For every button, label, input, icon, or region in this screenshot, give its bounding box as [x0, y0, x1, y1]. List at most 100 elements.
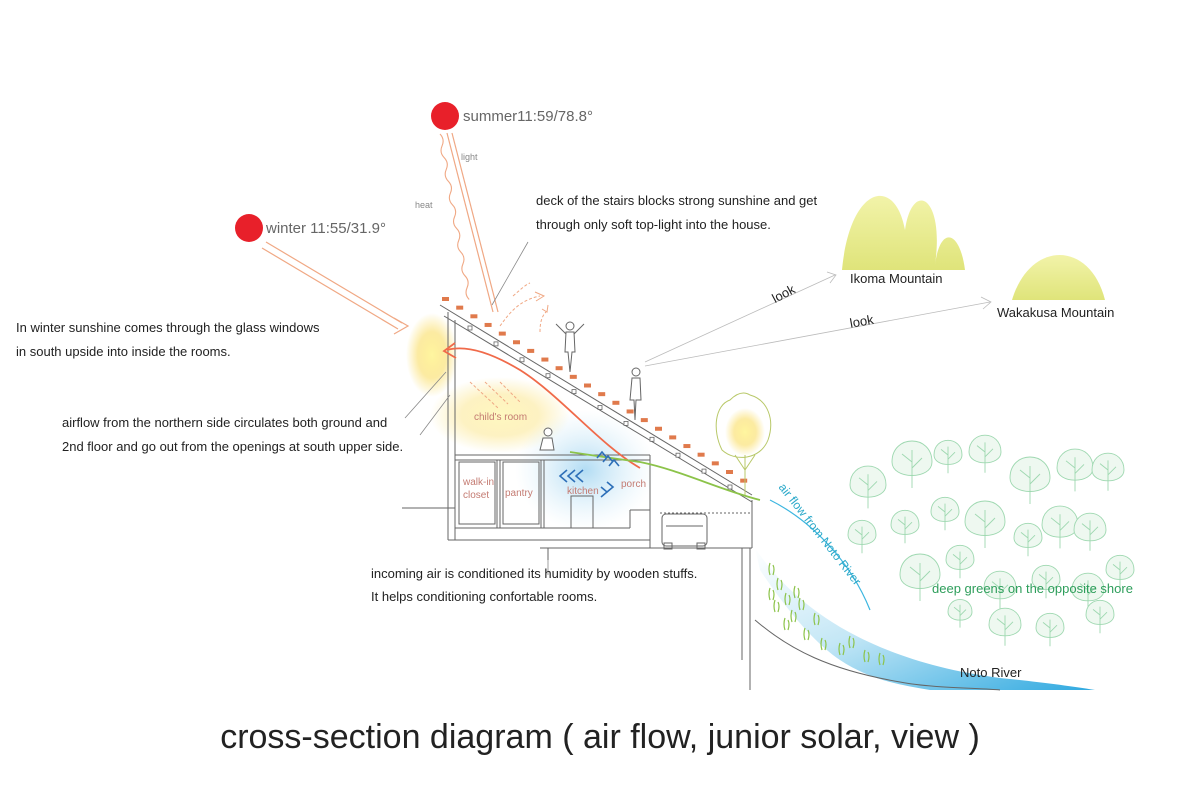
- heat-exhaust-arrows: [499, 282, 549, 333]
- summer-heat-ray: [439, 133, 470, 300]
- shore-tree-icon: [849, 465, 887, 509]
- roof-skylight: [571, 389, 577, 395]
- winter-sunlight-glow: [406, 313, 458, 397]
- deck-annotation-line1: deck of the stairs blocks strong sunshin…: [536, 193, 818, 208]
- person-on-roof-icon: [555, 321, 585, 373]
- walkin-label-1: walk-in: [463, 477, 495, 488]
- winter-annotation-line2: in south upside into inside the rooms.: [16, 344, 231, 359]
- shore-tree-icon: [947, 598, 973, 628]
- roof-skylight: [519, 357, 525, 363]
- house-section: [402, 304, 753, 690]
- shore-tree-icon: [1056, 448, 1094, 492]
- ikoma-mountain-icon: [842, 195, 965, 270]
- pantry-label: pantry: [505, 488, 533, 499]
- wakakusa-mountain-icon: [1012, 255, 1105, 300]
- grass-tuft: [790, 609, 797, 623]
- look-label-2: look: [848, 311, 875, 331]
- winter-sun-label: winter 11:55/31.9°: [266, 220, 386, 237]
- shore-tree-icon: [1013, 523, 1043, 557]
- winter-pointer-line: [404, 371, 447, 419]
- shore-tree-icon: [847, 520, 877, 554]
- grass-tuft: [783, 617, 790, 631]
- roof-skylight: [675, 452, 681, 458]
- shore-tree-icon: [1009, 456, 1051, 504]
- roof-skylight: [727, 484, 733, 490]
- person-on-deck-icon: [629, 367, 642, 421]
- roof-tile: [456, 305, 464, 310]
- roof-tile: [541, 357, 549, 362]
- roof-skylight: [701, 468, 707, 474]
- roof-tile: [484, 322, 492, 327]
- wakakusa-mountain-label: Wakakusa Mountain: [997, 305, 1115, 320]
- shore-tree-icon: [1035, 613, 1065, 647]
- grass-tuft: [776, 577, 783, 591]
- warm-airflow-arrow: [446, 347, 641, 469]
- childs-room-label: child's room: [474, 412, 528, 423]
- winter-annotation-line1: In winter sunshine comes through the gla…: [16, 320, 320, 335]
- roof-tile: [470, 314, 478, 319]
- deck-annotation-line2: through only soft top-light into the hou…: [536, 217, 771, 232]
- roof-tile: [655, 426, 662, 431]
- river-air-arrow: [769, 499, 871, 611]
- deck-pointer-line: [491, 241, 529, 306]
- roof-tile: [683, 444, 691, 449]
- roof-tiles: [442, 297, 748, 483]
- grass-tuft: [838, 642, 845, 656]
- incoming-annotation-line2: It helps conditioning confortable rooms.: [371, 589, 598, 604]
- roof-skylight: [649, 436, 655, 442]
- roof-tile: [598, 392, 606, 397]
- airflow-pointer-line: [419, 394, 451, 436]
- river-label: Noto River: [960, 665, 1022, 680]
- roof-tile: [740, 478, 748, 483]
- roof-tile: [527, 348, 535, 353]
- yard-tree-icon: [715, 392, 772, 495]
- roof-tile: [498, 331, 506, 336]
- grass-tuft: [813, 612, 820, 626]
- shore-tree-icon: [1041, 505, 1079, 549]
- shore-tree-icon: [933, 440, 963, 474]
- shore-tree-icon: [988, 607, 1022, 646]
- roof-tile: [626, 409, 634, 414]
- shore-tree-icon: [890, 510, 920, 544]
- roof-tile: [669, 435, 677, 440]
- diagram-title: cross-section diagram ( air flow, junior…: [220, 718, 980, 756]
- light-label: light: [461, 152, 478, 162]
- ground-line: [754, 619, 1001, 691]
- grass-tuft: [820, 637, 827, 651]
- grass-tuft: [793, 585, 800, 599]
- grass-tuft: [784, 592, 791, 606]
- car-icon: [661, 513, 708, 550]
- summer-sun-icon: [431, 102, 459, 130]
- roof-tile: [584, 383, 591, 388]
- shore-tree-icon: [899, 553, 941, 601]
- interior-light-arrows: [469, 381, 521, 409]
- roof-skylights: [467, 325, 733, 490]
- shore-tree-icon: [983, 570, 1017, 609]
- opposite-shore-label: deep greens on the opposite shore: [932, 581, 1133, 596]
- shore-tree-icon: [1085, 600, 1115, 634]
- roof-skylight: [597, 405, 603, 410]
- incoming-air-chevrons: [558, 450, 620, 498]
- roof-tile: [569, 374, 577, 379]
- incoming-annotation-line1: incoming air is conditioned its humidity…: [371, 566, 698, 581]
- grass-tuft: [803, 627, 810, 641]
- opposite-shore-trees: [847, 434, 1135, 647]
- shore-tree-icon: [1091, 452, 1125, 491]
- roof-tile: [697, 452, 705, 457]
- winter-light-ray: [261, 241, 410, 335]
- green-airflow-arrow: [569, 451, 761, 501]
- shore-tree-icon: [891, 440, 933, 488]
- view-lines: [644, 271, 992, 367]
- person-seated-icon: [539, 427, 555, 451]
- grass-tuft: [773, 599, 780, 613]
- porch-label: porch: [621, 479, 647, 490]
- shore-tree-icon: [1073, 512, 1107, 551]
- heat-label: heat: [415, 200, 433, 210]
- walkin-label-2: closet: [463, 490, 490, 501]
- shore-tree-icon: [1031, 565, 1061, 599]
- airflow-annotation-line1: airflow from the northern side circulate…: [62, 415, 388, 430]
- roof-tile: [612, 400, 620, 405]
- roof-tile: [555, 366, 563, 371]
- grass-tuft: [768, 587, 775, 601]
